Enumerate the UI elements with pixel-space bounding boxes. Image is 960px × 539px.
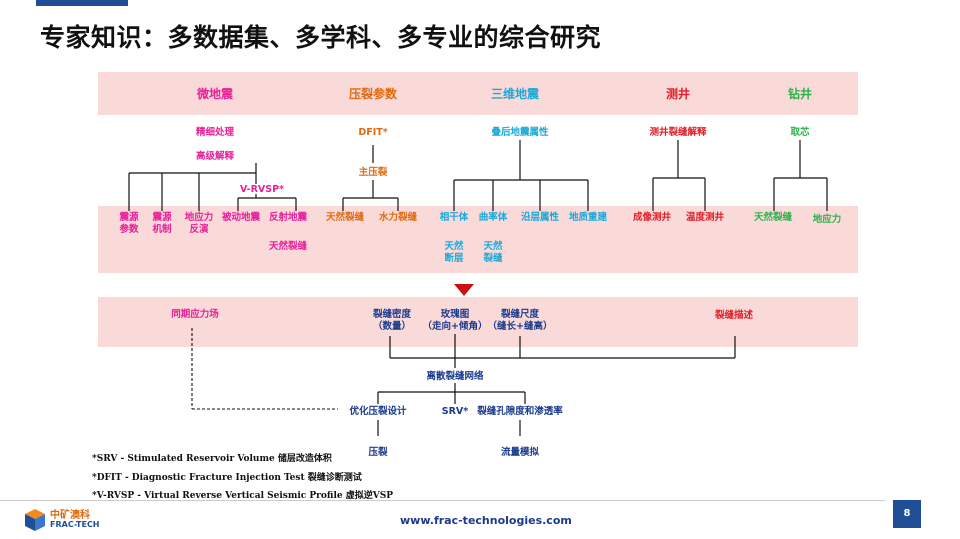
footer-divider <box>0 500 885 501</box>
cube-logo-icon <box>25 509 45 531</box>
header-micro: 微地震 <box>196 87 234 101</box>
page-number: 8 <box>893 500 921 528</box>
drill-core: 取芯 <box>790 127 810 138</box>
logo-en-text: FRAC-TECH <box>50 520 100 529</box>
footnotes: *SRV - Stimulated Reservoir Volume 储层改造体… <box>92 450 393 506</box>
footer-url[interactable]: www.frac-technologies.com <box>400 514 572 527</box>
micro-processing: 精细处理 <box>195 127 235 138</box>
seis-horizon: 沿层属性 <box>520 212 560 223</box>
header-frac: 压裂参数 <box>348 87 398 101</box>
bottom-optim: 优化压裂设计 <box>349 406 407 417</box>
company-logo: 中矿澳科 FRAC-TECH <box>24 506 124 534</box>
micro-interpretation: 高级解释 <box>195 151 235 162</box>
logo-cn-text: 中矿澳科 <box>50 510 90 521</box>
micro-vrvsp: V-RVSP* <box>239 184 285 195</box>
frac-natural: 天然裂缝 <box>325 212 365 223</box>
footnote-vrvsp: *V-RVSP - Virtual Reverse Vertical Seism… <box>92 491 393 501</box>
source-band <box>98 206 858 273</box>
bottom-fracturing: 压裂 <box>368 447 388 458</box>
integration-band <box>98 297 858 347</box>
micro-stress-inversion: 地应力反演 <box>184 212 214 235</box>
top-accent-bar <box>36 0 128 6</box>
header-logging: 测井 <box>665 87 691 101</box>
frac-hydraulic: 水力裂缝 <box>378 212 418 223</box>
seis-rebuild: 地质重建 <box>568 212 608 223</box>
header-seismic: 三维地震 <box>490 87 540 101</box>
flow-arrow-icon <box>454 284 474 296</box>
seis-curvature: 曲率体 <box>478 212 508 223</box>
log-interpretation: 测井裂缝解释 <box>649 127 707 138</box>
mid-size: 裂缝尺度（缝长+缝高） <box>487 309 553 332</box>
seis-attributes: 叠后地震属性 <box>491 127 549 138</box>
micro-passive: 被动地震 <box>221 212 261 223</box>
frac-main: 主压裂 <box>358 167 388 178</box>
header-drilling: 钻井 <box>787 87 813 101</box>
header-band <box>98 72 858 115</box>
micro-source-mech: 震源机制 <box>152 212 172 235</box>
seis-coherence: 相干体 <box>439 212 469 223</box>
micro-natural-fracture: 天然裂缝 <box>268 241 308 252</box>
drill-natural: 天然裂缝 <box>753 212 793 223</box>
footnote-dfit: *DFIT - Diagnostic Fracture Injection Te… <box>92 472 362 483</box>
mid-description: 裂缝描述 <box>714 310 754 321</box>
micro-reflection: 反射地震 <box>268 212 308 223</box>
bottom-dfn: 离散裂缝网络 <box>426 371 484 382</box>
bottom-poro: 裂缝孔隙度和渗透率 <box>477 406 563 417</box>
footnote-srv: *SRV - Stimulated Reservoir Volume 储层改造体… <box>92 454 332 464</box>
frac-dfit: DFIT* <box>358 127 388 138</box>
seis-fault: 天然断层 <box>444 241 464 264</box>
page-title: 专家知识：多数据集、多学科、多专业的综合研究 <box>40 23 602 52</box>
bottom-srv: SRV* <box>441 406 469 417</box>
mid-rose: 玫瑰图（走向+倾角） <box>422 309 488 332</box>
mid-density: 裂缝密度（数量） <box>372 309 412 332</box>
log-temperature: 温度测井 <box>685 212 725 223</box>
mid-stress-field: 同期应力场 <box>171 309 219 320</box>
seis-crack: 天然裂缝 <box>483 241 503 264</box>
drill-stress: 地应力 <box>812 214 842 225</box>
log-imaging: 成像测井 <box>632 212 672 223</box>
bottom-flow: 流量模拟 <box>500 447 540 458</box>
micro-source-param: 震源参数 <box>119 212 139 235</box>
